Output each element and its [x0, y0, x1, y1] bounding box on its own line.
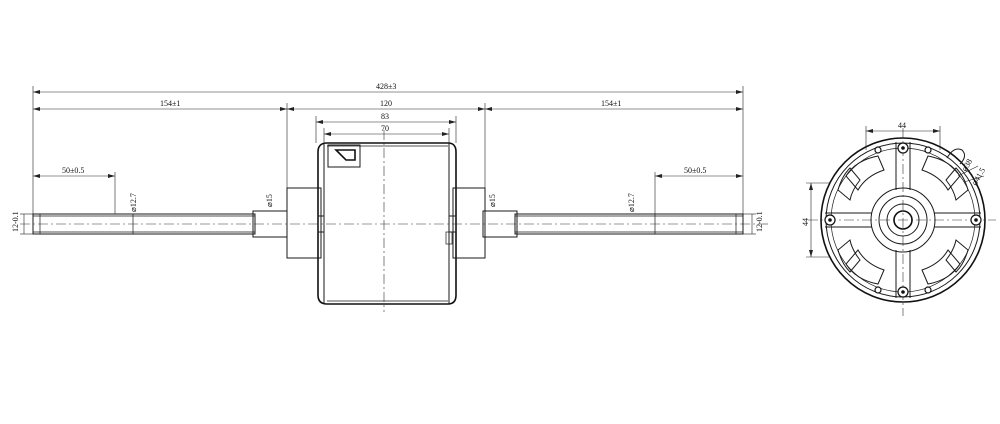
end-view-hub-outer — [870, 187, 936, 253]
end-view: 44 44 ⌀38 ⌀41.5 — [801, 121, 996, 316]
dim-overall: 428±3 — [32, 82, 744, 214]
end-view-terminal-lug — [946, 148, 966, 165]
dim-left-shaft-dia-label: ⌀12.7 — [129, 193, 138, 212]
dim-left-flat-label: 50±0.5 — [62, 166, 84, 175]
left-shaft — [32, 213, 256, 235]
end-view-outer-dia-label: ⌀38 — [960, 157, 974, 173]
dim-left-flat: 50±0.5 — [33, 166, 116, 214]
end-view-height-label: 44 — [801, 218, 810, 226]
end-view-dim-height: 44 — [801, 182, 830, 258]
right-shaft-step — [482, 210, 518, 238]
end-view-bolt-holes — [824, 142, 982, 298]
dim-left-boss-dia-label: ⌀15 — [265, 194, 274, 207]
dim-housing-outer-label: 83 — [381, 112, 389, 121]
end-view-shaft-bore — [893, 210, 913, 230]
dim-right-end-flat-label: 12-0.1 — [755, 211, 764, 232]
dim-left-end-flat-label: 12-0.1 — [11, 211, 20, 232]
dim-right-shaft-label: 154±1 — [601, 99, 621, 108]
end-view-vents — [837, 155, 969, 285]
dim-segments: 154±1 120 154±1 — [33, 99, 743, 188]
motor-housing — [317, 142, 457, 305]
end-view-bolt-circle-label: ⌀41.5 — [970, 166, 987, 187]
dim-right-shaft-dia-label: ⌀12.7 — [627, 193, 636, 212]
dim-body-label: 120 — [380, 99, 392, 108]
dim-housing-inner-label: 70 — [381, 124, 389, 133]
end-view-dim-width: 44 — [865, 121, 941, 150]
dim-housing: 83 70 — [315, 112, 457, 143]
dim-left-end-flat: 12-0.1 — [11, 211, 33, 235]
end-view-width-label: 44 — [898, 121, 906, 130]
dim-right-boss-dia-label: ⌀15 — [488, 194, 497, 207]
dim-right-end-flat: 12-0.1 — [743, 211, 764, 235]
right-bearing-boss — [452, 187, 486, 259]
dim-left-shaft-label: 154±1 — [160, 99, 180, 108]
dim-right-flat: 50±0.5 — [654, 166, 743, 214]
side-view: 428±3 154±1 120 154±1 83 70 — [11, 82, 770, 312]
end-view-ribs — [825, 142, 981, 298]
left-bearing-boss — [286, 187, 322, 259]
dim-right-flat-label: 50±0.5 — [684, 166, 706, 175]
right-shaft — [514, 213, 744, 235]
end-view-outer-circle — [820, 137, 986, 303]
dim-overall-label: 428±3 — [376, 82, 396, 91]
